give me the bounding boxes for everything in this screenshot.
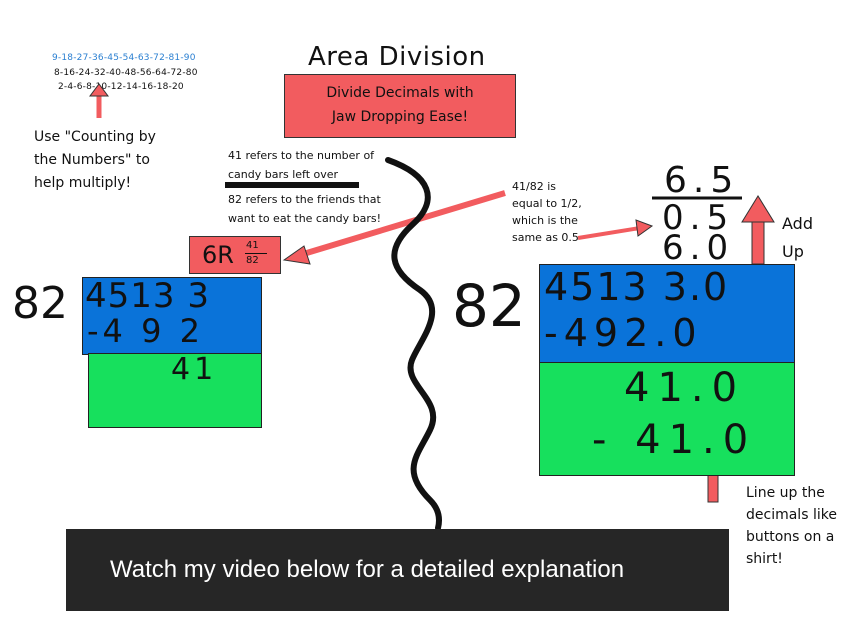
long-arrow-left	[299, 190, 506, 258]
video-banner[interactable]: Watch my video below for a detailed expl…	[66, 529, 729, 611]
nines-sequence: 9-18-27-36-45-54-63-72-81-90	[52, 53, 196, 63]
left-remainder-box: 41	[88, 352, 262, 428]
left-remainder: 41	[171, 352, 218, 387]
up-arrowhead-sequence	[89, 83, 109, 97]
left-answer-numerator: 41	[246, 240, 259, 251]
right-remainder-box: 41.0 - 41.0	[539, 362, 795, 476]
right-part-b: 6.0	[662, 228, 735, 268]
left-answer-box: 6R 41 82	[189, 236, 281, 274]
left-answer-denominator: 82	[246, 255, 259, 266]
right-dividend-box: 4513 3.0 -492.0	[539, 264, 795, 364]
fraction-bar-divider	[225, 182, 359, 188]
twos-sequence: 2-4-6-8-10-12-14-16-18-20	[58, 82, 184, 92]
left-answer-fraction-line	[245, 253, 267, 254]
long-arrowhead-left	[282, 245, 311, 265]
video-banner-text: Watch my video below for a detailed expl…	[110, 556, 625, 583]
counting-tip: Use "Counting by the Numbers" to help mu…	[34, 129, 156, 191]
eights-sequence: 8-16-24-32-40-48-56-64-72-80	[54, 68, 198, 78]
arrow-to-half	[577, 226, 641, 240]
add-up-label: Add Up	[782, 214, 813, 261]
title-banner: Divide Decimals with Jaw Dropping Ease!	[284, 74, 516, 138]
right-divisor: 82	[452, 272, 526, 340]
add-up-arrowhead	[741, 195, 775, 223]
left-dividend: 4513 3	[85, 276, 210, 316]
arrowhead-to-half	[635, 219, 654, 237]
page-title: Area Division	[308, 42, 486, 72]
right-subtract2: - 41.0	[592, 417, 757, 463]
squiggle-divider	[385, 157, 442, 531]
add-up-shaft	[751, 217, 765, 265]
left-divisor: 82	[12, 278, 68, 329]
divisor-note: 82 refers to the friends that want to ea…	[228, 193, 382, 225]
right-dividend: 4513 3.0	[544, 265, 730, 309]
left-answer-whole: 6R	[202, 241, 234, 269]
right-part-a: 0.5	[662, 198, 735, 238]
left-subtract: -4 9 2	[87, 312, 204, 350]
left-dividend-box: 4513 3 -4 9 2	[82, 276, 262, 355]
right-total: 6.5	[664, 160, 740, 201]
right-remainder: 41.0	[624, 365, 746, 411]
half-note: 41/82 is equal to 1/2, which is the same…	[512, 180, 582, 244]
remainder-note: 41 refers to the number of candy bars le…	[228, 149, 375, 181]
right-subtract: -492.0	[544, 311, 703, 355]
decimal-tip: Line up the decimals like buttons on a s…	[746, 485, 837, 567]
